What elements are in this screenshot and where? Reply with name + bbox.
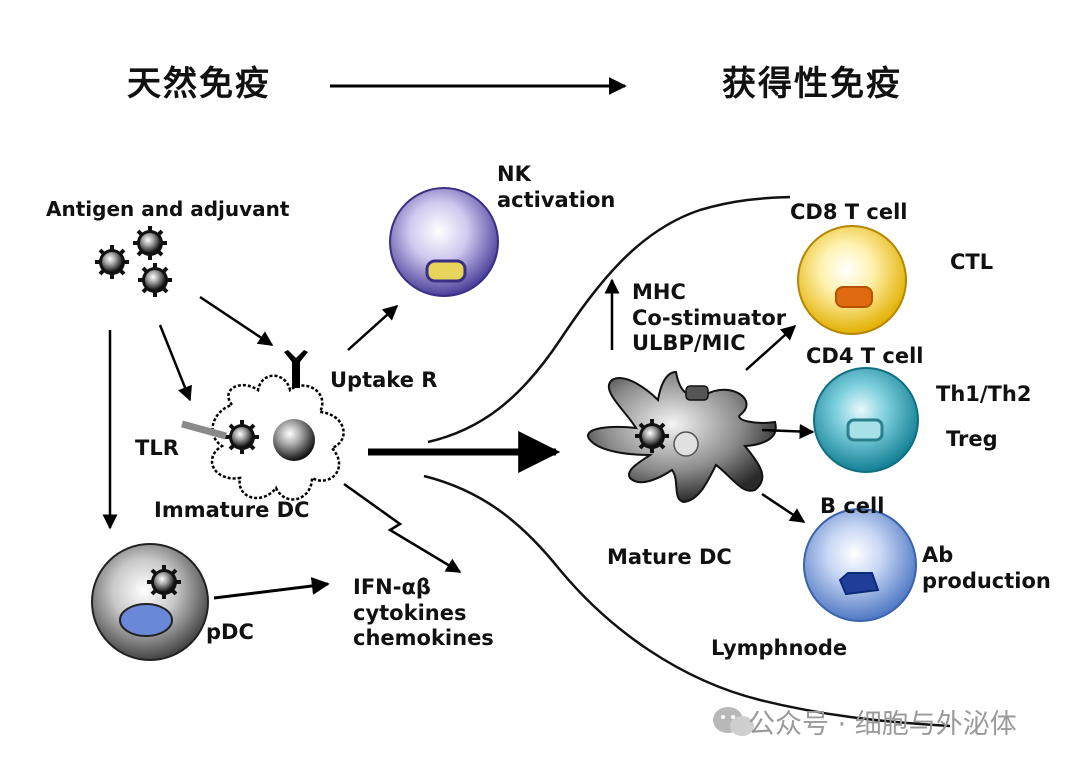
pdc-label: pDC (206, 620, 254, 644)
uptake-r-label: Uptake R (330, 368, 438, 392)
b-cell (803, 508, 917, 622)
mhc-costimulator-label: MHC Co-stimuator ULBP/MIC (632, 280, 787, 356)
cd4-t-cell-label: CD4 T cell (806, 344, 924, 368)
nk-cell (389, 187, 499, 297)
th1-th2-label: Th1/Th2 (936, 382, 1032, 406)
treg-label: Treg (946, 427, 998, 451)
arrow-dc-to-cd4 (761, 423, 815, 439)
immature-dc-label: Immature DC (154, 498, 310, 522)
ctl-label: CTL (950, 250, 994, 274)
ab-production-label: Ab production (922, 543, 1051, 593)
arrow-dc-to-ifn (343, 482, 462, 574)
arrow-antigen-to-uptake (199, 295, 274, 347)
mature-dc-cell (587, 370, 777, 504)
arrow-pdc-to-ifn (213, 577, 330, 600)
arrow-dc-to-nk (347, 304, 399, 351)
uptake-receptor-icon (284, 350, 308, 388)
nk-activation-label: NK activation (497, 162, 616, 212)
antigen-adjuvant-label: Antigen and adjuvant (46, 197, 290, 221)
b-cell-label: B cell (820, 494, 885, 518)
antigen-particle-icon (131, 224, 169, 262)
immature-dc-cell (210, 374, 345, 501)
pdc-cell (91, 543, 209, 661)
antigen-particle-icon (93, 243, 131, 281)
wechat-icon (713, 707, 754, 736)
watermark-text: 公众号 · 细胞与外泌体 (748, 709, 1017, 740)
watermark: 公众号 · 细胞与外泌体 (708, 702, 1017, 741)
tlr-receptor-icon (181, 420, 227, 440)
cd8-t-cell (797, 225, 907, 335)
cd8-t-cell-label: CD8 T cell (790, 200, 908, 224)
antigen-particle-icon (136, 261, 174, 299)
arrow-dc-to-b (761, 492, 806, 524)
lymphnode-label: Lymphnode (711, 636, 848, 660)
arrow-antigen-to-tlr (158, 324, 192, 402)
arrow-dc-to-cd8 (745, 324, 797, 371)
cd4-t-cell (813, 367, 919, 473)
lymphnode-boundary-lower (423, 474, 951, 728)
innate-immunity-heading: 天然免疫 (127, 64, 271, 104)
ifn-cytokines-label: IFN-αβ cytokines chemokines (353, 575, 494, 651)
mature-dc-label: Mature DC (607, 545, 732, 569)
tlr-label: TLR (135, 436, 179, 460)
adaptive-immunity-heading: 获得性免疫 (722, 64, 902, 104)
